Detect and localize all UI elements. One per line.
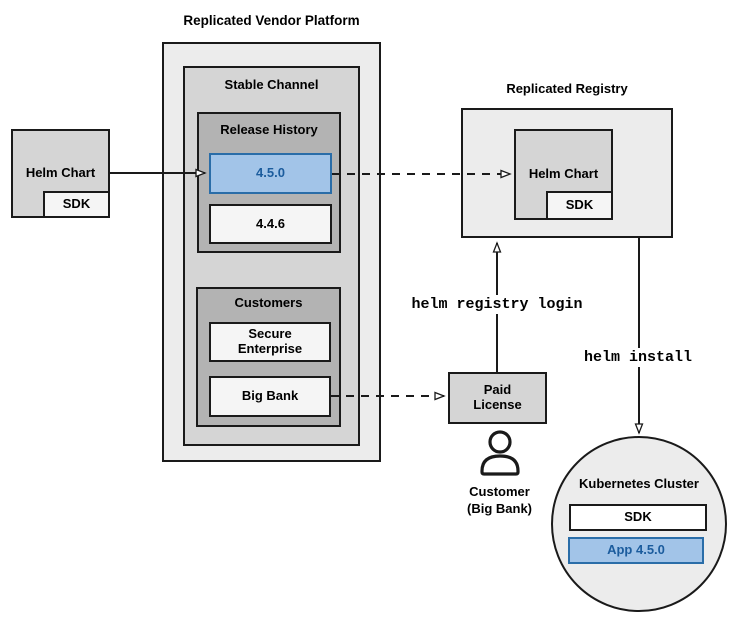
registry-sdk-label: SDK (565, 197, 594, 213)
kubernetes-cluster-title: Kubernetes Cluster (579, 476, 699, 491)
customer-caption-line2: (Big Bank) (467, 500, 532, 516)
command-registry-login: helm registry login (397, 295, 597, 314)
customer-caption: Customer (Big Bank) (428, 484, 571, 518)
release-version-previous: 4.4.6 (209, 204, 332, 244)
customer-caption-line1: Customer (469, 484, 530, 499)
stable-channel-title: Stable Channel (224, 77, 319, 92)
customer-secure-enterprise: Secure Enterprise (209, 322, 331, 362)
vendor-sdk: SDK (43, 191, 110, 218)
command-helm-install: helm install (538, 348, 738, 367)
cluster-app: App 4.5.0 (568, 537, 704, 564)
customer-big-bank-label: Big Bank (241, 388, 299, 404)
release-history-title: Release History (220, 122, 318, 137)
release-version-previous-label: 4.4.6 (256, 215, 285, 231)
customer-secure-enterprise-line1: Secure (248, 326, 292, 342)
cluster-app-label: App 4.5.0 (607, 542, 665, 558)
vendor-sdk-label: SDK (62, 196, 91, 212)
paid-license-line2: License (473, 397, 522, 412)
registry-helm-chart-label: Helm Chart (528, 166, 599, 182)
registry-title: Replicated Registry (506, 81, 628, 96)
cluster-sdk: SDK (569, 504, 707, 531)
cluster-sdk-label: SDK (624, 509, 652, 525)
paid-license: Paid License (448, 372, 547, 424)
vendor-helm-chart-label: Helm Chart (25, 165, 96, 181)
registry-sdk: SDK (546, 191, 613, 220)
customer-icon (480, 430, 520, 476)
customer-big-bank: Big Bank (209, 376, 331, 417)
release-version-current: 4.5.0 (209, 153, 332, 194)
platform-title: Replicated Vendor Platform (183, 13, 360, 28)
paid-license-line1: Paid (483, 382, 512, 398)
release-version-current-label: 4.5.0 (256, 165, 285, 181)
customer-secure-enterprise-line2: Enterprise (237, 341, 303, 356)
customers-title: Customers (234, 295, 303, 310)
